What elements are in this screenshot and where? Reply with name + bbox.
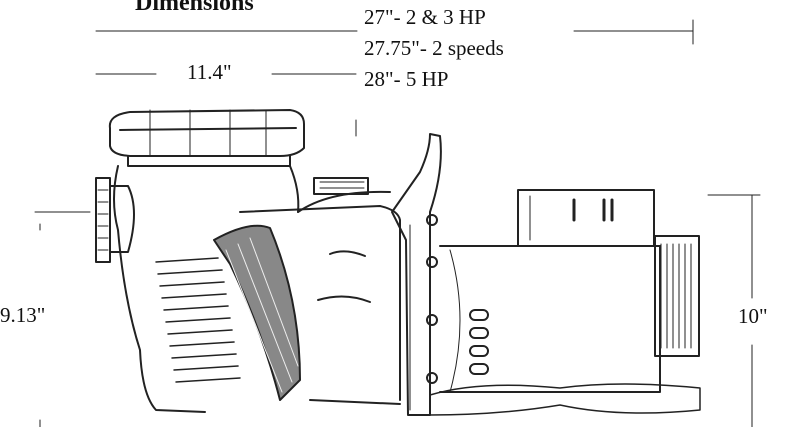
inlet-height-label: 9.13" <box>0 303 46 327</box>
strainer-lid <box>108 109 305 167</box>
overall-height-label: 10" <box>738 304 768 328</box>
end-cap <box>654 235 700 357</box>
overall-length-label-5hp: 28"- 5 HP <box>364 67 449 91</box>
pump-body <box>239 177 401 405</box>
handle-grip <box>213 224 301 401</box>
dimension-lines <box>34 19 761 427</box>
strainer-ribs <box>155 257 241 383</box>
inlet-to-front-label: 11.4" <box>187 60 232 84</box>
diagram-title: Dimensions <box>135 0 254 16</box>
overall-length-label-2-3hp: 27"- 2 & 3 HP <box>364 5 486 29</box>
overall-length-label-2-speeds: 27.75"- 2 speeds <box>364 36 504 60</box>
control-box <box>517 189 655 247</box>
strainer-housing <box>95 165 300 413</box>
motor <box>429 245 701 416</box>
flange <box>391 133 442 416</box>
